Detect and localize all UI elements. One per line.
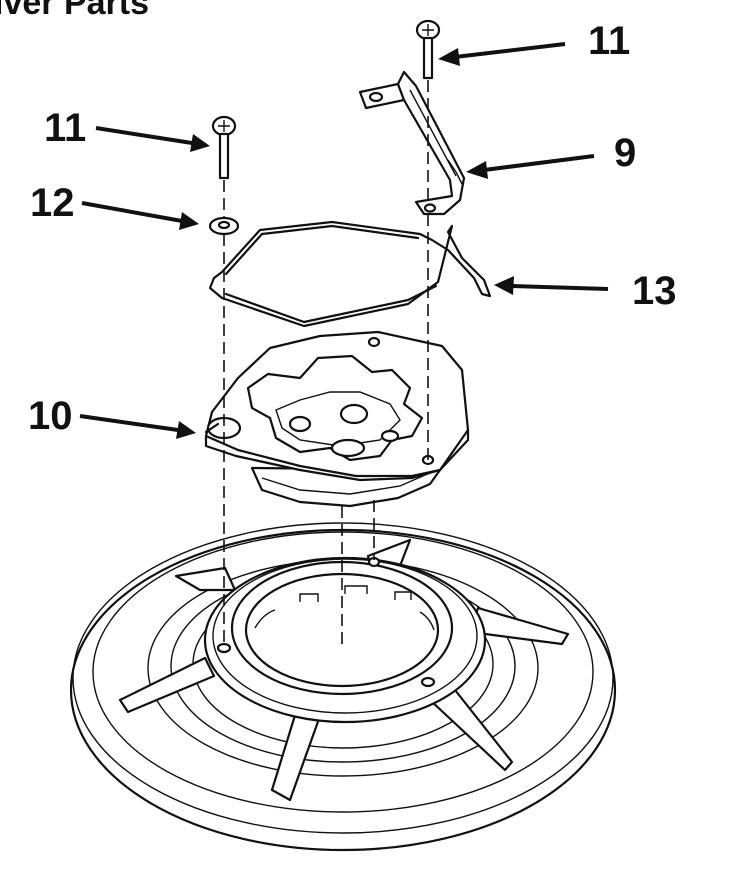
callout-11-left: 11 bbox=[44, 106, 210, 152]
callout-10: 10 bbox=[28, 394, 196, 439]
callout-label: 11 bbox=[588, 19, 630, 63]
callout-label: 13 bbox=[632, 269, 677, 313]
callout-12: 12 bbox=[30, 181, 199, 230]
callout-13: 13 bbox=[494, 269, 677, 313]
screw-icon bbox=[211, 115, 237, 180]
bracket-icon bbox=[358, 70, 466, 216]
callout-label: 11 bbox=[44, 106, 86, 150]
callout-label: 10 bbox=[28, 394, 73, 438]
diagram-title: iver Parts bbox=[0, 0, 149, 22]
screw-icon bbox=[415, 19, 441, 80]
alignment-lines bbox=[223, 80, 429, 650]
washer-icon bbox=[208, 216, 240, 236]
callout-label: 12 bbox=[30, 181, 75, 225]
callout-label: 9 bbox=[614, 131, 636, 175]
spring-wire-icon bbox=[208, 220, 492, 328]
rotor-hub-icon bbox=[204, 330, 470, 508]
base-plate-icon bbox=[69, 522, 617, 852]
callout-11-top-right: 11 bbox=[438, 19, 630, 66]
callout-9: 9 bbox=[466, 131, 636, 179]
